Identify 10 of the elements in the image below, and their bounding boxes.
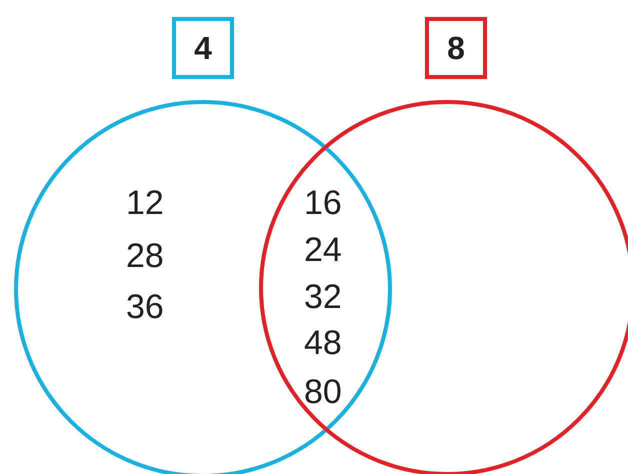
number-box: 8 — [425, 17, 487, 79]
number: 36 — [126, 290, 164, 324]
number: 80 — [304, 375, 342, 409]
number: 48 — [304, 326, 342, 360]
number: 16 — [304, 186, 342, 220]
number: 12 — [126, 186, 164, 220]
number-box: 4 — [172, 17, 234, 79]
number: 32 — [304, 280, 342, 314]
number: 28 — [126, 239, 164, 273]
number: 24 — [304, 233, 342, 267]
